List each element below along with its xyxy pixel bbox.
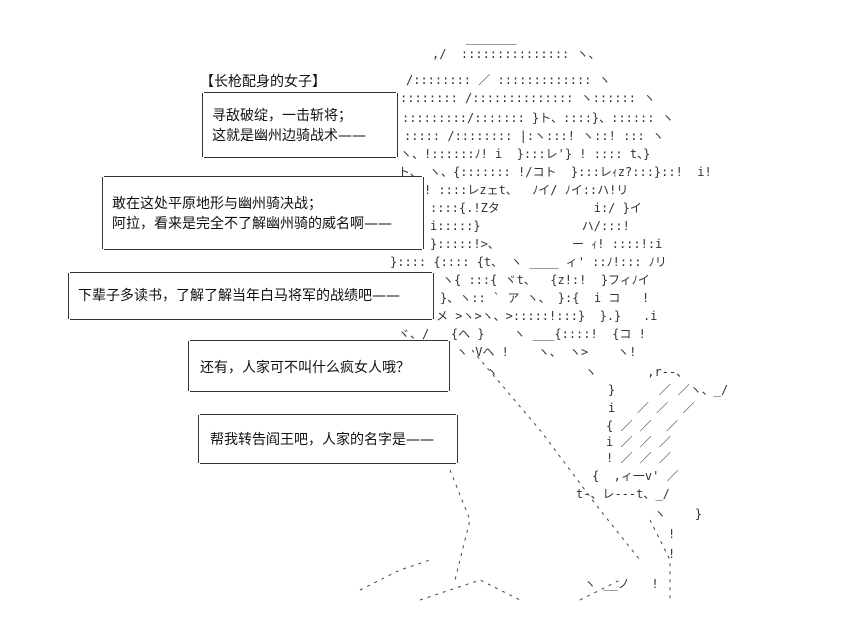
bubble-1-line-1: 寻敌破绽，一击斩将； (212, 108, 352, 124)
speaker-caption: 【长枪配身的女子】 (200, 74, 326, 90)
art-line-24: ! ／ ／ ／ (606, 451, 671, 465)
art-line-17: ヾ、/ {ヘ } ヽ ___{::::! {コ ! (398, 327, 646, 341)
art-line-25: { ,ィ一v' ／ (592, 469, 679, 483)
art-line-11: i:::::} ハ/:::! (430, 219, 630, 233)
art-line-29: ! (668, 547, 676, 561)
art-line-20: } ／ ／ヽ、_/ (608, 383, 729, 397)
art-line-27: ヽ } (654, 507, 703, 521)
art-line-22: { ／ ／ ／ (606, 419, 679, 433)
speech-bubble-2 (102, 176, 424, 250)
art-line-18: ヽ Vヘ ! ヽ、 ヽ> ヽ! (456, 345, 637, 359)
bubble-5-line-1: 帮我转告阎王吧，人家的名字是—— (210, 432, 434, 448)
art-line-9: ! ::::レzェt、 ﾉイ/ ﾉイ::ハ!リ (424, 183, 629, 197)
bubble-2-line-2: 阿拉，看来是完全不了解幽州骑的威名啊—— (112, 216, 392, 232)
art-line-2: ,/ ::::::::::::::: ヽ、 (432, 47, 601, 61)
art-line-5: :::::::::/::::::: }ト、::::}、:::::: ヽ (402, 111, 674, 125)
art-line-28: ! (668, 527, 676, 541)
art-line-7: ヽ、!::::::ﾉ! i }:::レ'} ! :::: t、} (400, 147, 651, 161)
art-line-21: i ／ ／ ／ (608, 401, 695, 415)
speech-bubble-3 (68, 272, 434, 320)
art-line-30: ヽ __ノ ! (584, 577, 659, 591)
bubble-1-line-2: 这就是幽州边骑战术—— (212, 128, 366, 144)
bubble-2-line-1: 敢在这处平原地形与幽州骑决战； (112, 196, 322, 212)
art-line-16: メ >ヽ>ヽ、>:::::!:::} }.} .i (436, 309, 658, 323)
speech-bubble-5 (198, 414, 458, 464)
art-line-4: :::::::: /:::::::::::::: ヽ:::::: ヽ (400, 91, 656, 105)
art-line-26: t‐、レ‐‐‐t、_/ (576, 487, 670, 501)
bubble-3-line-1: 下辈子多读书，了解了解当年白马将军的战绩吧—— (78, 288, 400, 304)
art-line-6: ::::: /:::::::: |:ヽ:::! ヽ::! ::: ヽ (404, 129, 664, 143)
art-line-10: ::::{.!Zタ i:/ }イ (430, 201, 642, 215)
art-line-14: ヽ{ :::{ ヾt、 {z!:! }フィﾉイ (442, 273, 650, 287)
art-line-13: }:::: {:::: {t、 ヽ ____ ィ' ::ﾉ!::: ﾉリ (390, 255, 667, 269)
bubble-4-line-1: 还有，人家可不叫什么疯女人哦？ (200, 360, 410, 376)
art-line-8: ト、 ヽ、{::::::: !/コト }:::レｨz?:::}::! i! (398, 165, 712, 179)
art-line-3: /:::::::: ／ ::::::::::::: ヽ (406, 73, 611, 87)
art-line-19: ヽ ヽ ,r‐-、 (486, 365, 689, 379)
art-line-12: }:::::!>、 ー ｨ! ::::!:i (430, 237, 663, 251)
art-line-15: }、ヽ:: ` ア ヽ、 }:{ i コ ! (440, 291, 650, 305)
art-line-1: _______ (466, 31, 517, 45)
art-line-23: i ／ ／ ／ (606, 435, 671, 449)
speech-bubble-4 (188, 340, 450, 392)
speech-bubble-1 (202, 92, 398, 158)
